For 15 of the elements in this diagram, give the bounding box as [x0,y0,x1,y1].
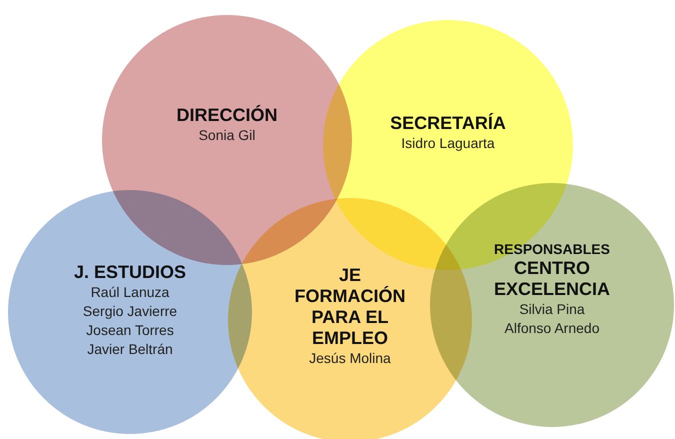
heading: JE FORMACIÓN PARA EL EMPLEO [294,265,406,349]
person-name: Jesús Molina [309,349,391,368]
heading: CENTRO EXCELENCIA [492,258,611,300]
heading: RESPONSABLES [494,240,610,258]
person-name: Alfonso Arnedo [504,319,600,338]
person-name: Javier Beltrán [87,340,173,359]
person-name: Isidro Laguarta [401,134,495,153]
person-name: Josean Torres [86,321,174,340]
person-name: Sonia Gil [198,126,256,145]
heading: DIRECCIÓN [176,105,278,126]
heading: J. ESTUDIOS [74,262,186,283]
heading: SECRETARÍA [390,113,506,134]
person-name: Raúl Lanuza [90,283,170,302]
person-name: Silvia Pina [519,300,585,319]
person-name: Sergio Javierre [82,302,178,321]
